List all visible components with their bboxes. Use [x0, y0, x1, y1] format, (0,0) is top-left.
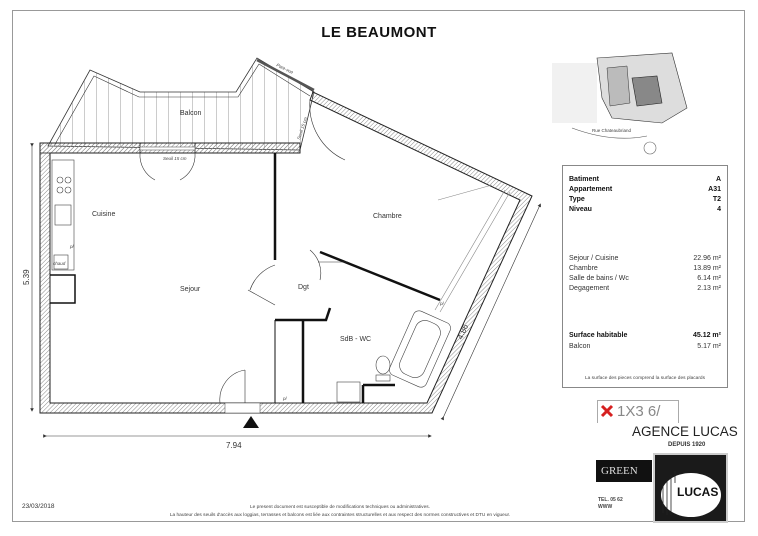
- kitchen-counter: [51, 159, 75, 271]
- footer-disclaimer: La hauteur des seuils d'accès aux loggia…: [169, 513, 511, 518]
- site-map-thumbnail: Rue Chateaubriand: [552, 48, 692, 163]
- room-label-dgt: Dgt: [298, 284, 309, 291]
- balcony: [47, 57, 315, 151]
- chaud-label: chaud: [53, 261, 66, 266]
- room-label-sejour: Sejour: [180, 286, 201, 293]
- lucas-logo-text: LUCAS: [677, 485, 719, 499]
- dimension-width: 7.94: [226, 441, 242, 450]
- pl-label: pl: [282, 396, 288, 401]
- room-label-balcon: Balcon: [180, 110, 202, 117]
- street-label: Rue Chateaubriand: [592, 128, 632, 133]
- interior-walls: [50, 153, 441, 403]
- fixtures: [51, 159, 511, 403]
- entrance-arrow-icon: [243, 416, 259, 428]
- red-x-icon: [600, 404, 614, 418]
- agence-lucas-logo: AGENCE LUCAS: [632, 424, 738, 439]
- green-logo: GREEN: [596, 460, 652, 482]
- water-heater: [53, 254, 69, 270]
- footer-disclaimer: Le present document est susceptible de m…: [250, 505, 430, 510]
- page-frame: [12, 10, 745, 522]
- bathtub: [389, 310, 451, 388]
- sink: [336, 381, 361, 403]
- pl-label: pl: [69, 244, 75, 249]
- room-label-chambre: Chambre: [373, 213, 402, 220]
- lucas-emblem: LUCAS: [653, 453, 728, 523]
- room-label-sdb: SdB - WC: [340, 336, 371, 343]
- gate-illustration-icon: [661, 471, 721, 517]
- toilet: [375, 355, 391, 375]
- badge-number: 1X3 6/: [617, 403, 661, 420]
- surface-note: La surface des pieces comprend la surfac…: [585, 376, 705, 381]
- page-title: LE BEAUMONT: [321, 24, 437, 41]
- dimension-height: 5.39: [22, 269, 31, 285]
- seuil-label: Seuil 15 cm: [163, 156, 187, 161]
- pare-vue-screen: [256, 58, 315, 92]
- balcony-window: [139, 146, 196, 151]
- outer-walls: [39, 91, 533, 414]
- partner-badge: 1X3 6/: [597, 400, 679, 423]
- dimension-lines: [30, 143, 541, 438]
- entrance-opening: [224, 402, 261, 414]
- document-date: 23/03/2018: [22, 503, 55, 510]
- agence-since: DEPUIS 1920: [668, 442, 706, 448]
- room-label-cuisine: Cuisine: [92, 211, 115, 218]
